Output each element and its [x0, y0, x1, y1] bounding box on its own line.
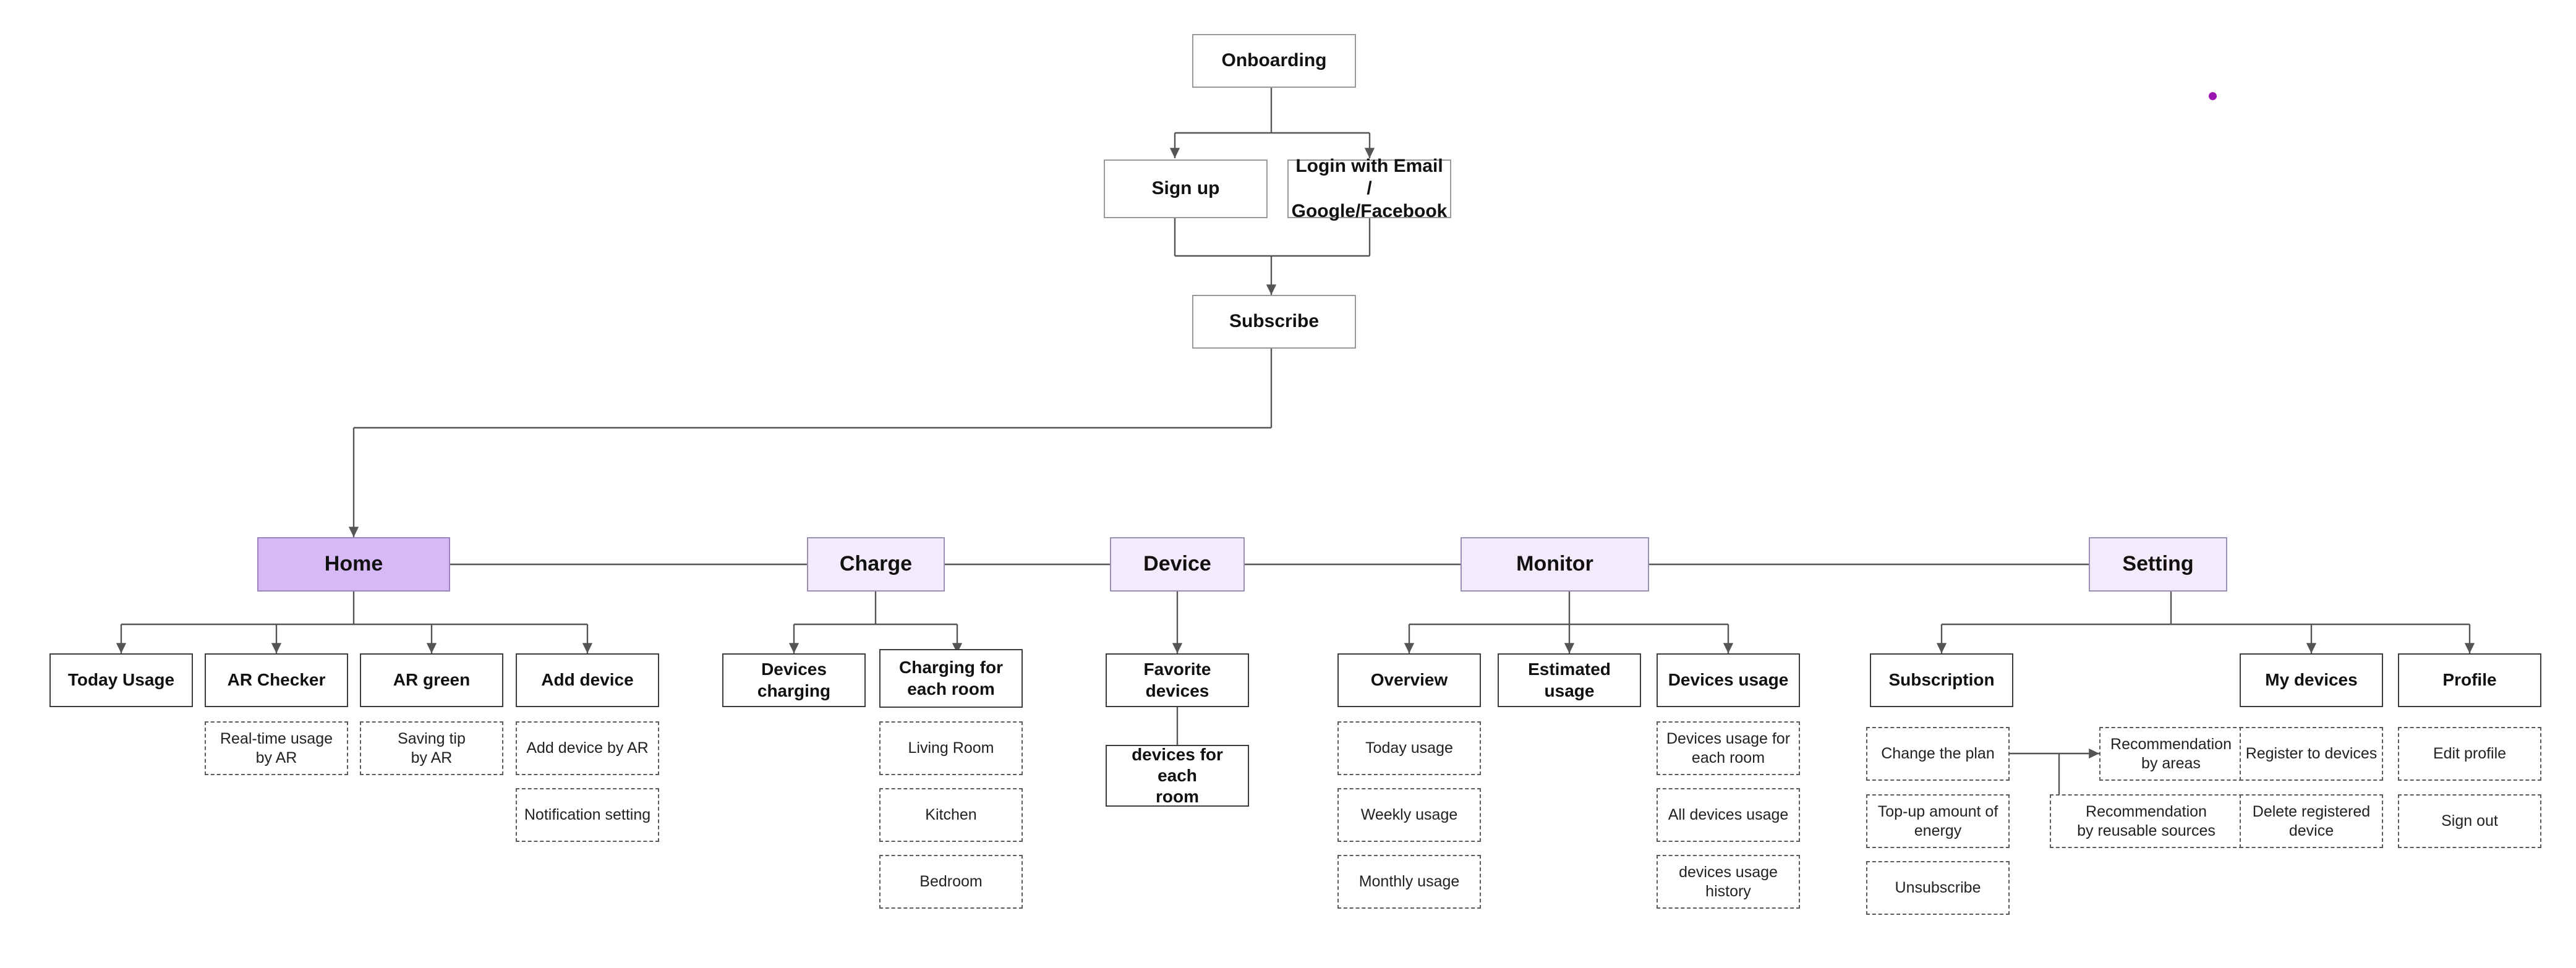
- section-overview[interactable]: Overview: [1337, 653, 1481, 707]
- section-ar-checker-label: AR Checker: [227, 670, 326, 690]
- node-subscribe-label: Subscribe: [1229, 311, 1320, 332]
- section-estimated-usage[interactable]: Estimated usage: [1498, 653, 1641, 707]
- leaf-weekly-usage[interactable]: Weekly usage: [1337, 788, 1481, 842]
- leaf-sign-out[interactable]: Sign out: [2398, 794, 2541, 848]
- leaf-saving-tip-by-ar-label: Saving tip by AR: [398, 730, 466, 766]
- leaf-devices-usage-history-label: devices usage history: [1679, 864, 1778, 900]
- leaf-weekly-usage-label: Weekly usage: [1360, 806, 1458, 824]
- nav-item-monitor-label: Monitor: [1516, 552, 1593, 576]
- section-devices-usage-label: Devices usage: [1668, 670, 1789, 690]
- nav-item-home-label: Home: [324, 552, 383, 576]
- section-charging-for-each-room-label: Charging for each room: [899, 658, 1003, 698]
- leaf-change-the-plan[interactable]: Change the plan: [1866, 727, 2010, 781]
- section-estimated-usage-label: Estimated usage: [1528, 660, 1611, 700]
- leaf-recommendation-by-areas[interactable]: Recommendation by areas: [2099, 727, 2243, 781]
- leaf-bedroom-label: Bedroom: [919, 873, 983, 891]
- section-profile[interactable]: Profile: [2398, 653, 2541, 707]
- leaf-notification-setting-label: Notification setting: [524, 806, 651, 824]
- section-overview-label: Overview: [1370, 670, 1448, 690]
- section-subscription-label: Subscription: [1888, 670, 1995, 690]
- section-devices-charging-label: Devices charging: [757, 660, 831, 700]
- section-ar-green-label: AR green: [393, 670, 471, 690]
- leaf-devices-usage-history[interactable]: devices usage history: [1657, 855, 1800, 909]
- leaf-add-device-by-ar-label: Add device by AR: [526, 739, 649, 757]
- section-today-usage-label: Today Usage: [67, 670, 175, 690]
- section-devices-usage[interactable]: Devices usage: [1657, 653, 1800, 707]
- node-sign-up-label: Sign up: [1151, 178, 1220, 199]
- section-add-device-label: Add device: [541, 670, 634, 690]
- leaf-recommendation-by-areas-label: Recommendation by areas: [2110, 736, 2232, 772]
- leaf-all-devices-usage-label: All devices usage: [1668, 806, 1789, 824]
- leaf-real-time-usage-by-ar[interactable]: Real-time usage by AR: [205, 721, 348, 775]
- leaf-edit-profile[interactable]: Edit profile: [2398, 727, 2541, 781]
- section-devices-for-each-room[interactable]: devices for each room: [1106, 745, 1249, 807]
- leaf-devices-usage-for-each-room[interactable]: Devices usage for each room: [1657, 721, 1800, 775]
- leaf-unsubscribe-label: Unsubscribe: [1895, 879, 1981, 897]
- section-favorite-devices-label: Favorite devices: [1143, 660, 1211, 700]
- leaf-delete-registered-device[interactable]: Delete registered device: [2240, 794, 2383, 848]
- purple-dot-marker: [2209, 92, 2217, 100]
- leaf-unsubscribe[interactable]: Unsubscribe: [1866, 861, 2010, 915]
- leaf-sign-out-label: Sign out: [2441, 812, 2498, 830]
- section-charging-for-each-room[interactable]: Charging for each room: [879, 649, 1023, 708]
- leaf-recommendation-by-reusable-sources-label: Recommendation by reusable sources: [2077, 803, 2216, 839]
- section-add-device[interactable]: Add device: [516, 653, 659, 707]
- section-subscription[interactable]: Subscription: [1870, 653, 2013, 707]
- nav-item-charge[interactable]: Charge: [807, 537, 945, 592]
- leaf-monthly-usage[interactable]: Monthly usage: [1337, 855, 1481, 909]
- leaf-register-to-devices[interactable]: Register to devices: [2240, 727, 2383, 781]
- leaf-all-devices-usage[interactable]: All devices usage: [1657, 788, 1800, 842]
- nav-item-setting-label: Setting: [2122, 552, 2194, 576]
- nav-item-monitor[interactable]: Monitor: [1461, 537, 1649, 592]
- node-subscribe[interactable]: Subscribe: [1192, 295, 1356, 349]
- leaf-real-time-usage-by-ar-label: Real-time usage by AR: [220, 730, 333, 766]
- leaf-today-usage-label: Today usage: [1365, 739, 1453, 757]
- leaf-devices-usage-for-each-room-label: Devices usage for each room: [1666, 730, 1791, 766]
- section-my-devices[interactable]: My devices: [2240, 653, 2383, 707]
- section-ar-green[interactable]: AR green: [360, 653, 503, 707]
- section-ar-checker[interactable]: AR Checker: [205, 653, 348, 707]
- leaf-top-up-amount-of-energy[interactable]: Top-up amount of energy: [1866, 794, 2010, 848]
- nav-item-device-label: Device: [1143, 552, 1211, 576]
- section-favorite-devices[interactable]: Favorite devices: [1106, 653, 1249, 707]
- leaf-change-the-plan-label: Change the plan: [1881, 745, 1995, 763]
- leaf-delete-registered-device-label: Delete registered device: [2252, 803, 2371, 839]
- section-my-devices-label: My devices: [2265, 670, 2358, 690]
- leaf-kitchen[interactable]: Kitchen: [879, 788, 1023, 842]
- leaf-today-usage[interactable]: Today usage: [1337, 721, 1481, 775]
- leaf-add-device-by-ar[interactable]: Add device by AR: [516, 721, 659, 775]
- nav-item-setting[interactable]: Setting: [2089, 537, 2227, 592]
- node-login-label: Login with Email / Google/Facebook: [1291, 155, 1448, 221]
- section-profile-label: Profile: [2442, 670, 2497, 690]
- leaf-recommendation-by-reusable-sources[interactable]: Recommendation by reusable sources: [2050, 794, 2243, 848]
- leaf-monthly-usage-label: Monthly usage: [1358, 873, 1460, 891]
- section-today-usage[interactable]: Today Usage: [49, 653, 193, 707]
- section-devices-for-each-room-label: devices for each room: [1132, 744, 1223, 807]
- leaf-living-room-label: Living Room: [908, 739, 994, 757]
- leaf-edit-profile-label: Edit profile: [2433, 745, 2507, 763]
- nav-item-home[interactable]: Home: [257, 537, 450, 592]
- node-onboarding-label: Onboarding: [1221, 50, 1327, 71]
- leaf-register-to-devices-label: Register to devices: [2245, 745, 2378, 763]
- node-sign-up[interactable]: Sign up: [1104, 159, 1268, 218]
- nav-item-device[interactable]: Device: [1110, 537, 1245, 592]
- leaf-bedroom[interactable]: Bedroom: [879, 855, 1023, 909]
- leaf-saving-tip-by-ar[interactable]: Saving tip by AR: [360, 721, 503, 775]
- leaf-living-room[interactable]: Living Room: [879, 721, 1023, 775]
- leaf-top-up-amount-of-energy-label: Top-up amount of energy: [1877, 803, 1998, 839]
- nav-item-charge-label: Charge: [839, 552, 913, 576]
- leaf-notification-setting[interactable]: Notification setting: [516, 788, 659, 842]
- section-devices-charging[interactable]: Devices charging: [722, 653, 866, 707]
- node-login[interactable]: Login with Email / Google/Facebook: [1287, 156, 1451, 221]
- node-onboarding[interactable]: Onboarding: [1192, 34, 1356, 88]
- leaf-kitchen-label: Kitchen: [925, 806, 977, 824]
